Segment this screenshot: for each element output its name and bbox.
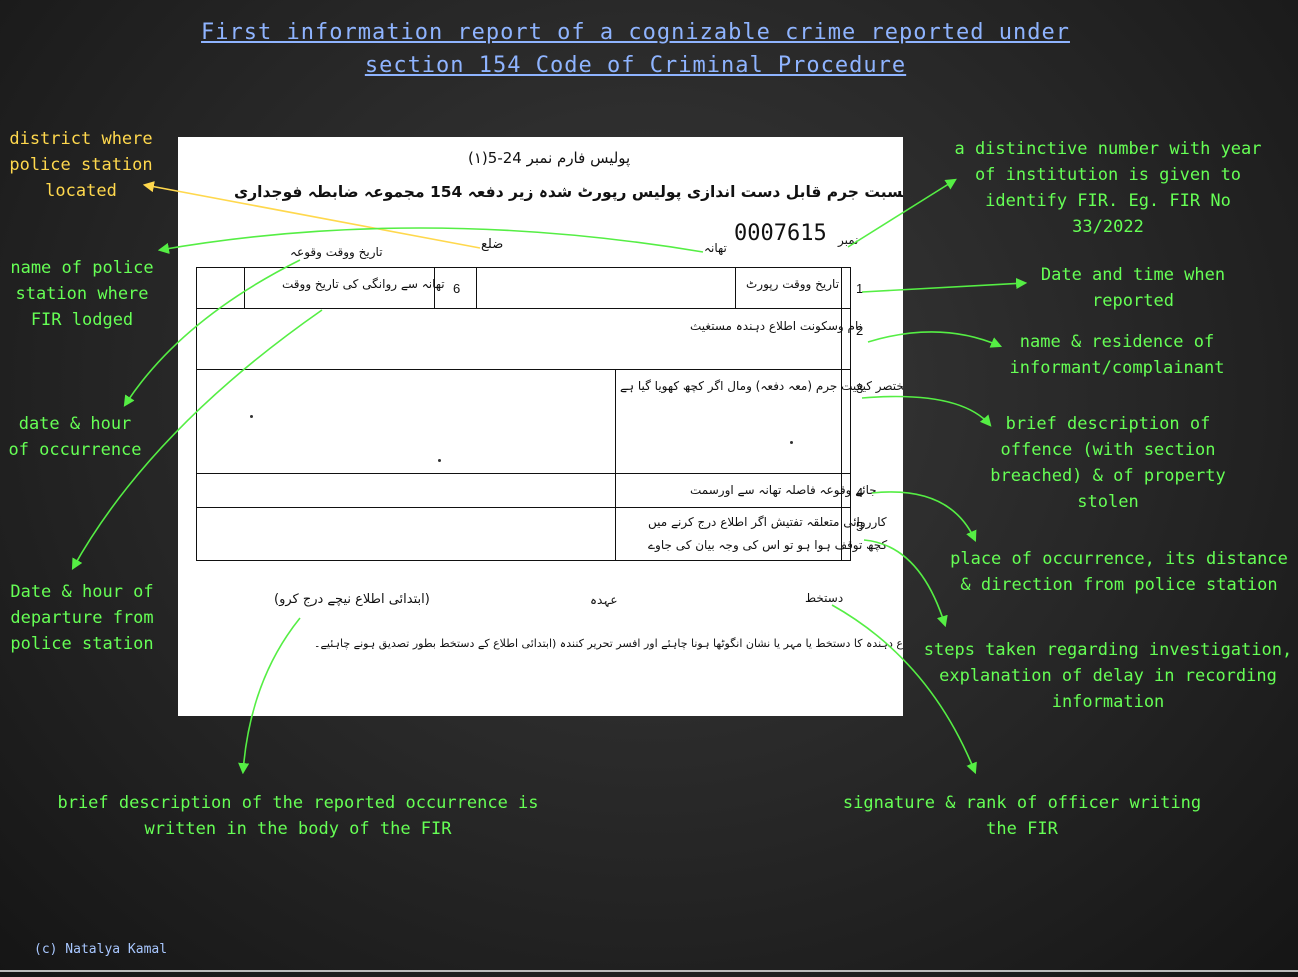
row-5-label-line-1: کارروائی متعلقہ تفتیش اگر اطلاع درج کرنے… — [648, 515, 887, 529]
label-rank: عہدہ — [590, 593, 618, 607]
annotation-body: brief description of the reported occurr… — [57, 793, 539, 839]
row-1-number: 1 — [856, 281, 864, 296]
row-5-label-line-2: کچھ توقف ہوا ہو تو اس کی وجہ بیان کی جاو… — [648, 538, 888, 552]
page-title-line-1: First information report of a cognizable… — [201, 20, 1070, 45]
label-signature: دستخط — [805, 591, 844, 605]
row-5-number: 5 — [856, 519, 864, 534]
form-note: نوٹ: اطلاع کے نیچے اطلاع دہندہ کا دستخط … — [314, 637, 903, 650]
row-2-label: نام وسکونت اطلاع دہندہ مستغیث — [690, 319, 862, 333]
arrow-fir-number — [847, 178, 957, 248]
arrow-departure — [71, 309, 323, 570]
annotation-place: place of occurrence, its distance& direc… — [950, 549, 1288, 595]
arrow-district — [142, 181, 481, 249]
arrow-police-station — [157, 227, 704, 254]
fir-number: 0007615 — [734, 221, 827, 246]
arrow-informant — [867, 331, 1003, 348]
arrow-signature — [831, 604, 977, 775]
arrow-steps — [863, 539, 948, 628]
page-title-line-2: section 154 Code of Criminal Procedure — [364, 53, 907, 78]
annotation-steps: steps taken regarding investigation,expl… — [923, 640, 1293, 712]
arrow-date-occurrence — [123, 259, 301, 407]
row-1-label: تاریخ ووقت رپورٹ — [746, 277, 840, 291]
arrow-place — [871, 491, 977, 543]
row-4-number: 4 — [856, 485, 864, 500]
label-district: ضلع — [481, 237, 504, 252]
row-4-label: جائے وقوعہ فاصلہ تھانہ سے اورسمت — [690, 483, 877, 497]
row-3-label: مختصر کیفیت جرم (معہ دفعہ) ومال اگر کچھ … — [620, 379, 903, 393]
form-number-heading: پولیس فارم نمبر 24-5(۱) — [468, 149, 631, 167]
row-6-label: تھانہ سے روانگی کی تاریخ ووقت — [282, 277, 445, 291]
bottom-divider — [0, 970, 1298, 972]
arrow-offence — [861, 395, 992, 427]
row-2-number: 2 — [856, 323, 864, 338]
credit: (c) Natalya Kamal — [34, 942, 168, 957]
label-first-information: (ابتدائی اطلاع نیچے درج کرو) — [274, 592, 430, 607]
arrow-body — [238, 617, 301, 775]
row-3-number: 3 — [856, 381, 864, 396]
label-date-time-occurrence: تاریخ ووقت وقوعہ — [290, 245, 383, 259]
arrow-reported — [861, 277, 1028, 293]
label-police-station: تھانہ — [704, 241, 727, 255]
form-title: ابتدائی اطلاعی رپورٹ نسبت جرم قابل دست ا… — [234, 183, 903, 201]
row-6-number: 6 — [453, 281, 461, 296]
